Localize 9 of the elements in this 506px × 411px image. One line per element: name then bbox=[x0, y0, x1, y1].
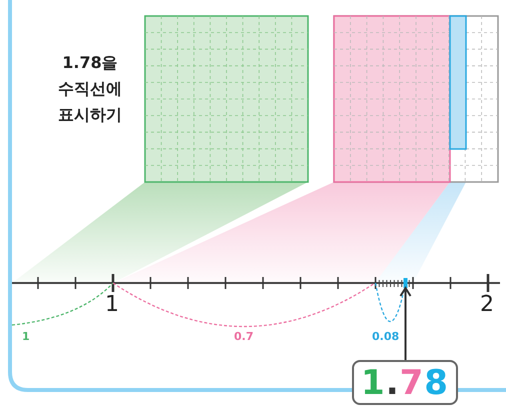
title-text: 1.78을 수직선에 표시하기 bbox=[57, 52, 123, 126]
tick-label: 1 bbox=[105, 292, 119, 317]
tick-label: 2 bbox=[480, 292, 494, 317]
measure-label: 0.7 bbox=[234, 330, 254, 343]
measure-label: 0.08 bbox=[372, 330, 400, 343]
measure-label: 1 bbox=[22, 330, 30, 343]
answer-box: 1.78 bbox=[352, 360, 458, 405]
point-marker bbox=[404, 278, 408, 288]
arrow bbox=[400, 287, 412, 360]
